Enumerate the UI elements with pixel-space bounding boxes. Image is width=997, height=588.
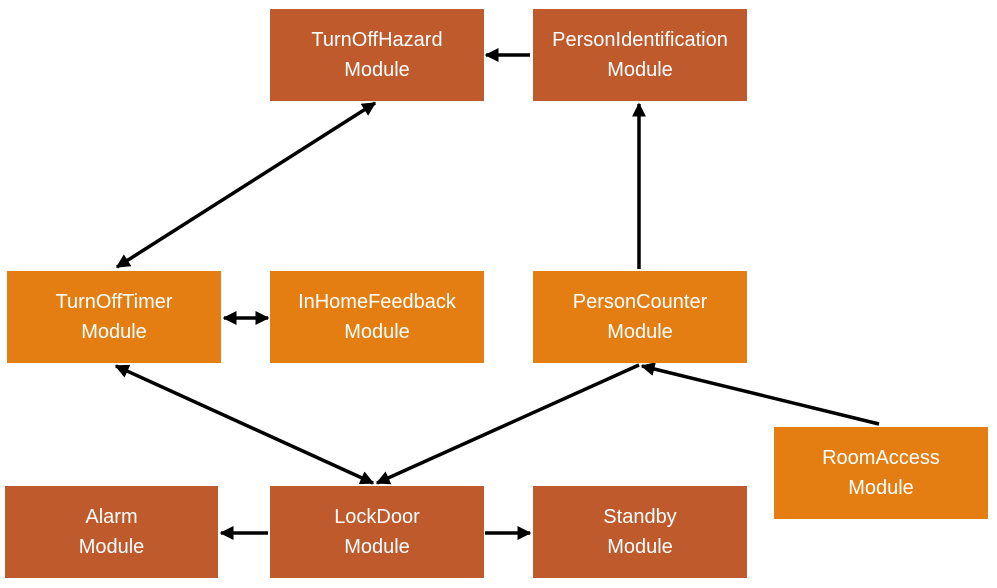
- node-label-line2: Module: [81, 321, 147, 343]
- inhomefeedback-module-node: InHomeFeedback Module: [270, 271, 484, 363]
- edge-roomaccess-to-personcounter: [640, 362, 880, 426]
- alarm-module-node: Alarm Module: [5, 486, 218, 578]
- node-label-line2: Module: [607, 536, 673, 558]
- node-label-line2: Module: [607, 59, 673, 81]
- node-label-line2: Module: [78, 536, 145, 558]
- node-label-line1: InHomeFeedback: [298, 291, 456, 313]
- personidentification-module-node: PersonIdentification Module: [533, 9, 747, 101]
- edge-turnofftimer-lockdoor: [114, 364, 375, 485]
- node-label-line2: Module: [344, 321, 410, 343]
- turnofftimer-module-node: TurnOffTimer Module: [7, 271, 221, 363]
- node-label-line1: Standby: [603, 506, 677, 528]
- node-label-line2: Module: [607, 321, 673, 343]
- node-label-line1: RoomAccess: [822, 447, 940, 469]
- edge-personcounter-to-lockdoor: [375, 363, 640, 485]
- roomaccess-module-node: RoomAccess Module: [774, 427, 988, 519]
- node-label-line1: PersonIdentification: [552, 29, 728, 51]
- node-label-line2: Module: [344, 59, 410, 81]
- edge-turnofftimer-turnoffhazard: [115, 101, 377, 269]
- node-label-line1: Alarm: [85, 506, 138, 528]
- node-label-line2: Module: [344, 536, 410, 558]
- standby-module-node: Standby Module: [533, 486, 747, 578]
- personcounter-module-node: PersonCounter Module: [533, 271, 747, 363]
- node-label-line1: PersonCounter: [572, 291, 708, 313]
- turnoffhazard-module-node: TurnOffHazard Module: [270, 9, 484, 101]
- node-label-line1: LockDoor: [334, 506, 420, 528]
- node-label-line1: TurnOffHazard: [311, 29, 443, 51]
- lockdoor-module-node: LockDoor Module: [270, 486, 484, 578]
- node-label-line2: Module: [848, 477, 914, 499]
- node-label-line1: TurnOffTimer: [55, 291, 173, 313]
